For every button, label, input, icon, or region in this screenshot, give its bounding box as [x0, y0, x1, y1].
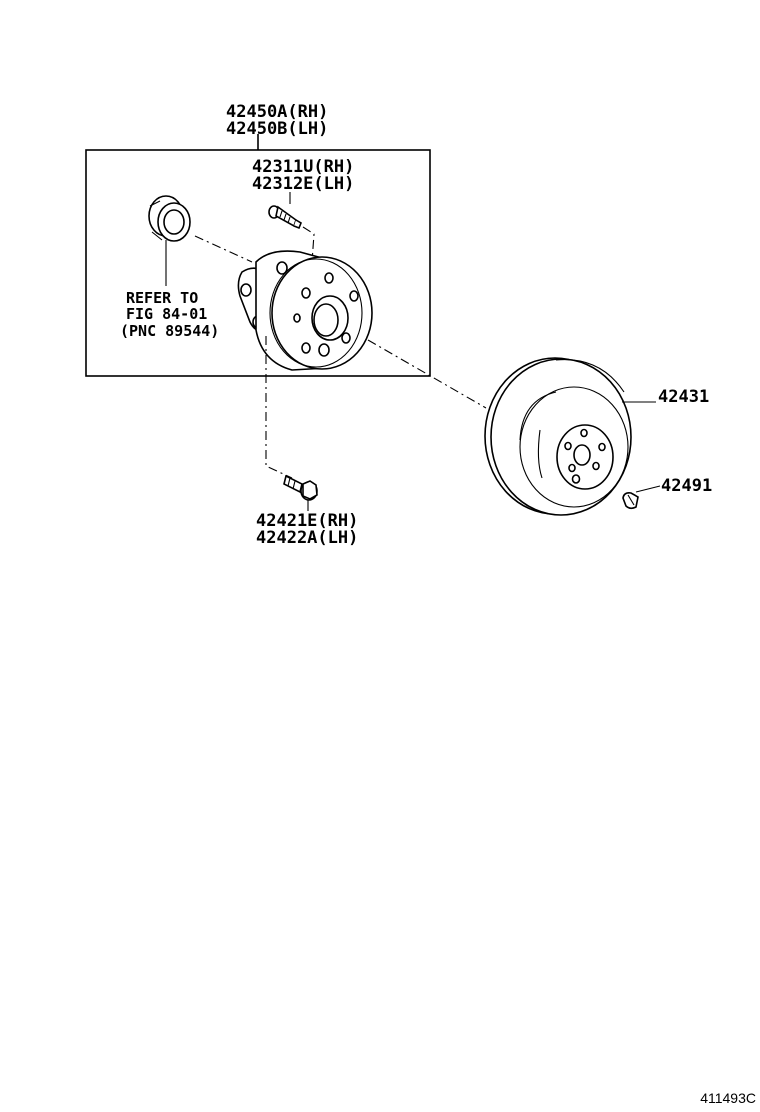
disc-screw-leader: [635, 485, 661, 493]
disc-label: 42431: [658, 387, 709, 407]
mount-bolt-label-rh: 42421E(RH): [256, 511, 358, 531]
bearing-ref-line2: FIG 84-01: [126, 305, 207, 323]
hub-bolt-drawing: [268, 205, 302, 230]
disc-screw-drawing: [622, 492, 639, 510]
mount-bolt-dash-path: [265, 336, 293, 479]
mount-bolt-label-lh: 42422A(LH): [256, 528, 358, 548]
mount-bolt-drawing: [283, 474, 318, 501]
hub-drawing: [237, 250, 373, 371]
bearing-ref-line1: REFER TO: [126, 289, 198, 307]
hub-assembly-label-rh: 42450A(RH): [226, 102, 328, 122]
hub-bolt-label-rh: 42311U(RH): [252, 157, 354, 177]
bearing-drawing: [148, 195, 191, 242]
disc-screw-label: 42491: [661, 476, 712, 496]
figure-code: 411493C: [700, 1090, 756, 1106]
hub-bolt-label-lh: 42312E(LH): [252, 174, 354, 194]
hub-to-disc-dash-path: [367, 339, 487, 409]
hub-assembly-label-lh: 42450B(LH): [226, 119, 328, 139]
bearing-dash-path: [194, 235, 253, 263]
bearing-ref-line3: (PNC 89544): [120, 322, 219, 340]
brake-disc-drawing: [484, 357, 632, 516]
hub-bolt-dash-path: [302, 226, 315, 263]
